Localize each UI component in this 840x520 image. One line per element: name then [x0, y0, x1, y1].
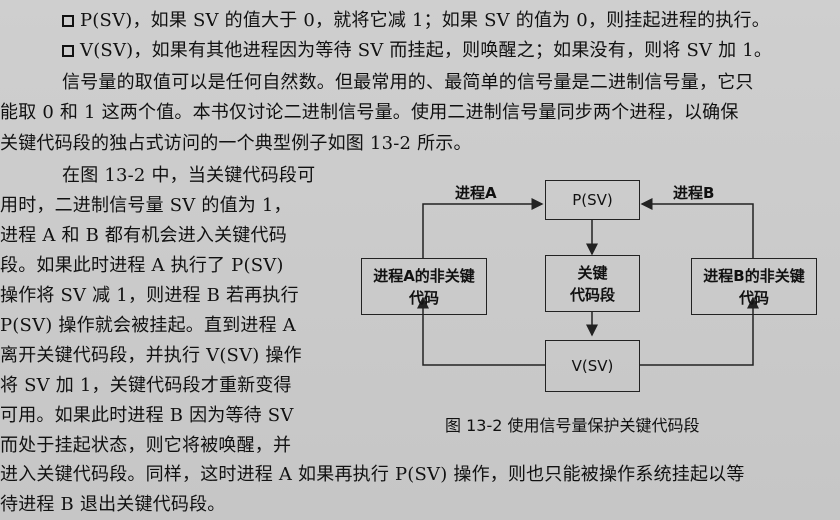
paragraph-line: 信号量的取值可以是任何自然数。但最常用的、最简单的信号量是二进制信号量，它只 [62, 72, 754, 93]
bullet-text-v: V(SV)，如果有其他进程因为等待 SV 而挂起，则唤醒之；如果没有，则将 SV… [80, 40, 773, 61]
paragraph-line: 能取 0 和 1 这两个值。本书仅讨论二进制信号量。使用二进制信号量同步两个进程… [0, 102, 739, 123]
bullet-item-p: P(SV)，如果 SV 的值大于 0，就将它减 1；如果 SV 的值为 0，则挂… [62, 8, 770, 34]
paragraph-line: P(SV) 操作就会被挂起。直到进程 A [0, 315, 296, 336]
box-v-sv: V(SV) [545, 340, 640, 392]
checkbox-bullet-icon [62, 15, 74, 27]
diagram-connectors [417, 198, 759, 366]
bullet-text-p: P(SV)，如果 SV 的值大于 0，就将它减 1；如果 SV 的值为 0，则挂… [80, 10, 770, 31]
paragraph-line: 待进程 B 退出关键代码段。 [0, 494, 226, 515]
paragraph-line: 在图 13-2 中，当关键代码段可 [62, 165, 316, 186]
label-process-a: 进程A [455, 184, 497, 202]
critical-line-1: 关键 [577, 263, 608, 282]
paragraph-line: 用时，二进制信号量 SV 的值为 1， [0, 195, 292, 216]
label-process-b: 进程B [673, 184, 715, 202]
paragraph-line: 关键代码段的独占式访问的一个典型例子如图 13-2 所示。 [0, 133, 472, 154]
box-b-line-2: 代码 [738, 288, 769, 307]
paragraph-line: 可用。如果此时进程 B 因为等待 SV [0, 405, 294, 426]
box-b-line-1: 进程B的非关键 [703, 266, 805, 285]
paragraph-line: 进入关键代码段。同样，这时进程 A 如果再执行 P(SV) 操作，则也只能被操作… [0, 464, 745, 485]
semaphore-diagram: 进程A 进程B P(SV) 关键 代码段 进程A的非关键 代码 进程B的非关键 … [355, 170, 840, 460]
box-critical-section: 关键 代码段 [545, 255, 640, 312]
arrow-v-to-a [417, 296, 545, 366]
box-a-line-2: 代码 [408, 288, 439, 307]
checkbox-bullet-icon [62, 45, 74, 57]
paragraph-line: 进程 A 和 B 都有机会进入关键代码 [0, 225, 287, 246]
paragraph-line: 离开关键代码段，并执行 V(SV) 操作 [0, 345, 302, 366]
paragraph-line: 而处于挂起状态，则它将被唤醒，并 [0, 435, 292, 456]
box-a-non-critical: 进程A的非关键 代码 [361, 258, 487, 315]
box-p-sv: P(SV) [545, 180, 640, 220]
bullet-item-v: V(SV)，如果有其他进程因为等待 SV 而挂起，则唤醒之；如果没有，则将 SV… [62, 38, 772, 64]
arrow-a-to-p [422, 198, 544, 258]
box-b-non-critical: 进程B的非关键 代码 [691, 258, 817, 315]
paragraph-line: 将 SV 加 1，关键代码段才重新变得 [0, 375, 292, 396]
paragraph-line: 操作将 SV 减 1，则进程 B 若再执行 [0, 285, 299, 306]
critical-line-2: 代码段 [569, 285, 615, 304]
paragraph-line: 段。如果此时进程 A 执行了 P(SV) [0, 255, 284, 276]
arrow-v-to-b [639, 296, 759, 366]
figure-caption: 图 13-2 使用信号量保护关键代码段 [445, 416, 700, 435]
box-a-line-1: 进程A的非关键 [373, 266, 475, 285]
arrow-b-to-p [640, 198, 754, 258]
